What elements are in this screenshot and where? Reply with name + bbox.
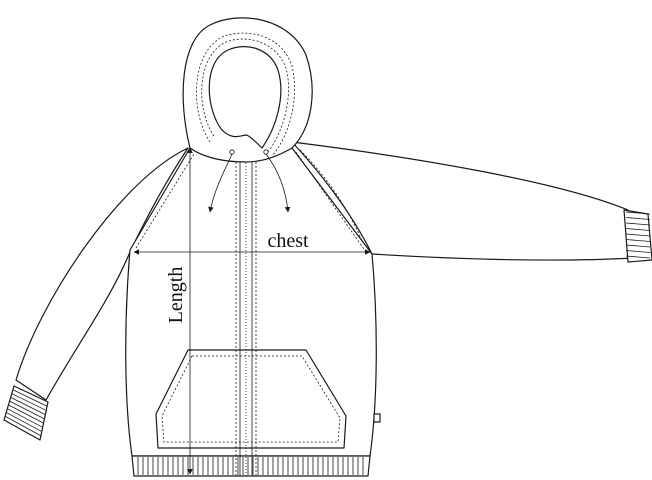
left-cuff-ribbing (4, 389, 48, 437)
right-sleeve (291, 141, 652, 263)
left-sleeve (3, 147, 189, 441)
hem-ribbing (137, 457, 364, 475)
length-measurement: Length (165, 147, 193, 475)
right-cuff-ribbing (625, 211, 651, 259)
length-label: Length (165, 267, 187, 324)
chest-measurement: chest (133, 230, 371, 255)
chest-label: chest (267, 230, 309, 252)
hood (182, 17, 313, 213)
